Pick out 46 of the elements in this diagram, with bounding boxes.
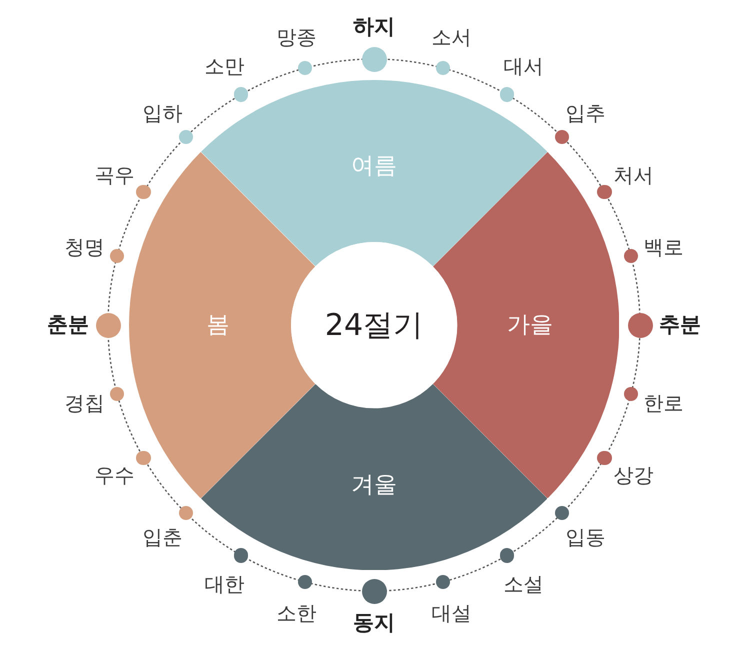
dot-icon (110, 386, 124, 402)
term-label: 소설 (504, 572, 544, 595)
term-label: 입춘 (142, 526, 182, 548)
dot-icon (436, 60, 450, 76)
term-label: 입동 (566, 526, 606, 548)
term-label: 망종 (276, 26, 317, 48)
dot-icon (500, 87, 514, 102)
term-label: 추분 (659, 313, 701, 337)
dot-icon (136, 184, 151, 200)
dot-icon (298, 60, 312, 76)
term-label: 동지 (353, 611, 395, 635)
pie-sector: 여름 (200, 80, 548, 266)
dot-icon (362, 46, 386, 72)
term-label: 춘분 (47, 313, 89, 337)
dot-icon (96, 312, 120, 338)
dot-icon (436, 574, 450, 590)
term-label: 대서 (504, 55, 544, 78)
dot-icon (178, 130, 194, 144)
term-label: 한로 (644, 392, 684, 414)
dot-icon (597, 184, 612, 200)
dot-icon (136, 450, 151, 466)
term-label: 소한 (276, 602, 317, 624)
dot-icon (234, 87, 248, 102)
dot-icon (554, 506, 570, 520)
term-label: 백로 (644, 236, 684, 258)
dot-icon (597, 450, 612, 466)
dot-icon (362, 578, 386, 604)
dot-icon (234, 548, 248, 563)
term-label: 청명 (64, 236, 104, 258)
term-label: 대한 (204, 572, 244, 595)
dot-icon (110, 248, 124, 264)
term-label: 소서 (431, 26, 472, 48)
dot-icon (624, 248, 638, 264)
dot-icon (628, 312, 652, 338)
term-label: 대설 (431, 602, 472, 624)
dot-icon (178, 506, 194, 520)
dot-icon (298, 574, 312, 590)
dot-icon (554, 130, 570, 144)
term-label: 하지 (353, 15, 395, 39)
dot-icon (500, 548, 514, 563)
dot-icon (624, 386, 638, 402)
term-label: 입추 (566, 102, 606, 124)
term-label: 소만 (204, 55, 244, 78)
term-label: 입하 (142, 102, 182, 124)
term-label: 경칩 (64, 392, 104, 414)
pie-sector: 겨울 (200, 384, 548, 570)
